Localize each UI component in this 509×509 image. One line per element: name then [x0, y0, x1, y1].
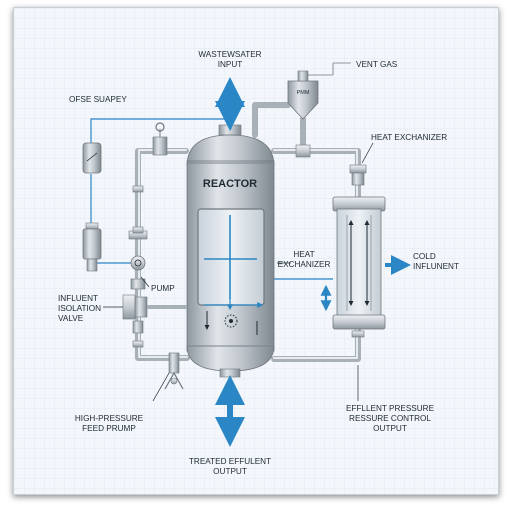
- label-treated-effluent-1: TREATED EFFULENT: [189, 457, 271, 466]
- label-effluent-control-2: RESSURE CONTROL: [349, 414, 431, 423]
- label-wastewater-input-1: WASTEWSATER: [198, 50, 261, 59]
- top-valve: [152, 122, 168, 156]
- label-isolation-valve-3: VALVE: [58, 314, 84, 323]
- isolation-valve: [103, 294, 187, 334]
- feed-pump: [164, 352, 184, 390]
- diagram-frame: WASTEWSATER INPUT VENT GAS PMM OFSE SUAP…: [13, 7, 499, 495]
- leader-lines: [140, 142, 374, 402]
- reactor-vessel: [186, 124, 275, 378]
- label-feed-pump-2: FEED PRUMP: [82, 424, 136, 433]
- label-cold-influent-2: INFLUNENT: [413, 262, 459, 271]
- heat-exchanger: [274, 164, 411, 330]
- label-cold-influent-1: COLD: [413, 252, 436, 261]
- label-heat-exchanger-top: HEAT EXCHANIZER: [371, 133, 447, 142]
- pmm-unit: [287, 62, 351, 158]
- label-effluent-control-3: OUTPUT: [373, 424, 407, 433]
- pipe-flanges: [132, 185, 365, 348]
- label-effluent-control-1: EFFLLENT PRESSURE: [346, 404, 435, 413]
- label-isolation-valve-1: INFLUENT: [58, 294, 98, 303]
- label-wastewater-input-2: INPUT: [218, 60, 243, 69]
- label-treated-effluent-2: OUTPUT: [213, 467, 247, 476]
- label-reactor: REACTOR: [203, 178, 257, 190]
- label-pmm: PMM: [297, 90, 310, 96]
- supply-line: [82, 118, 232, 272]
- labels: WASTEWSATER INPUT VENT GAS PMM OFSE SUAP…: [58, 50, 459, 476]
- label-feed-pump-1: HIGH-PRESSURE: [75, 414, 144, 423]
- label-heat-exchanger-mid-1: HEAT: [293, 250, 314, 259]
- label-heat-exchanger-mid-2: EXCHANIZER: [278, 260, 331, 269]
- label-ofse-supply: OFSE SUAPEY: [69, 95, 127, 104]
- pump: [128, 230, 148, 290]
- process-diagram: WASTEWSATER INPUT VENT GAS PMM OFSE SUAP…: [14, 8, 498, 494]
- label-pump: PUMP: [151, 284, 175, 293]
- label-isolation-valve-2: ISOLATION: [58, 304, 101, 313]
- label-vent-gas: VENT GAS: [356, 60, 398, 69]
